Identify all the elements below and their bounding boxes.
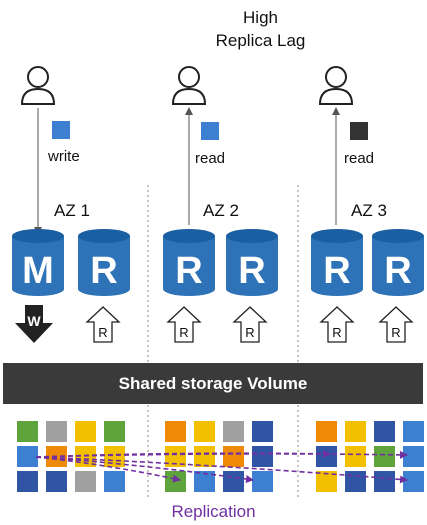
az2-label: AZ 2 <box>203 201 239 220</box>
storage-block-az3 <box>403 471 424 492</box>
replication-arrow <box>35 450 408 459</box>
write-label: write <box>48 148 80 165</box>
replication-arrow <box>35 456 254 483</box>
replica-db-az3-a: R <box>311 229 363 296</box>
storage-block-az2 <box>252 421 273 442</box>
replica-up-arrow-az1: R <box>85 306 121 343</box>
storage-block-az3 <box>403 446 424 467</box>
read-data-square-az2 <box>201 122 219 140</box>
storage-block-az1 <box>75 421 96 442</box>
replica-db-az1: R <box>78 229 130 296</box>
storage-block-az2 <box>252 471 273 492</box>
replica-db-az1-letter: R <box>90 250 117 292</box>
read-label-az2: read <box>195 150 226 167</box>
replica-db-az2-a: R <box>163 229 215 296</box>
storage-block-az3 <box>345 471 366 492</box>
master-db-az1: M <box>12 229 64 296</box>
master-db-az1-letter: M <box>22 250 54 292</box>
replica-db-az3-b-letter: R <box>384 250 411 292</box>
replica-up-arrow-az2-a: R <box>166 306 202 343</box>
replica-db-az2-b: R <box>226 229 278 296</box>
write-down-arrow: W <box>15 305 53 343</box>
replica-up-arrow-az2-b: R <box>232 306 268 343</box>
storage-block-az3 <box>316 446 337 467</box>
storage-block-az1 <box>104 446 125 467</box>
storage-block-az2 <box>165 421 186 442</box>
storage-block-az1 <box>46 471 67 492</box>
title-line-2: Replica Lag <box>215 31 306 50</box>
user-icon-reader-az2 <box>171 66 207 105</box>
replica-up-arrow-az3-b-letter: R <box>391 325 400 340</box>
read-label-az3: read <box>344 150 375 167</box>
replication-arrow <box>35 456 408 484</box>
storage-block-az3 <box>345 446 366 467</box>
storage-block-az2 <box>194 446 215 467</box>
read-data-square-az3 <box>350 122 368 140</box>
storage-block-az3 <box>316 421 337 442</box>
replication-arrows <box>35 449 408 484</box>
replica-db-az2-b-letter: R <box>238 250 265 292</box>
replica-up-arrow-az3-a-letter: R <box>332 325 341 340</box>
storage-block-az3 <box>374 471 395 492</box>
storage-block-az2 <box>223 446 244 467</box>
user-icon-reader-az3 <box>318 66 354 105</box>
storage-block-az1 <box>46 421 67 442</box>
replica-up-arrow-az3-a: R <box>319 306 355 343</box>
storage-block-az2 <box>223 421 244 442</box>
title-line-1: High <box>243 8 278 27</box>
storage-block-az1 <box>17 471 38 492</box>
storage-block-az3 <box>316 471 337 492</box>
storage-block-az3 <box>403 421 424 442</box>
write-down-arrow-letter: W <box>27 313 41 329</box>
replica-up-arrow-az2-a-letter: R <box>179 325 188 340</box>
storage-block-az1 <box>17 446 38 467</box>
storage-block-az2 <box>194 471 215 492</box>
storage-block-az2 <box>165 446 186 467</box>
storage-block-az3 <box>374 446 395 467</box>
storage-block-az3 <box>374 421 395 442</box>
replica-up-arrow-az1-letter: R <box>98 325 107 340</box>
storage-block-az2 <box>165 471 186 492</box>
az1-label: AZ 1 <box>54 201 90 220</box>
replica-up-arrow-az3-b: R <box>378 306 414 343</box>
storage-block-az1 <box>75 471 96 492</box>
storage-block-az2 <box>223 471 244 492</box>
replica-db-az3-b: R <box>372 229 424 296</box>
az3-label: AZ 3 <box>351 201 387 220</box>
replica-up-arrow-az2-b-letter: R <box>245 325 254 340</box>
storage-block-az1 <box>104 471 125 492</box>
storage-block-az1 <box>17 421 38 442</box>
storage-block-az3 <box>345 421 366 442</box>
user-icon-writer <box>20 66 56 105</box>
storage-block-az2 <box>252 446 273 467</box>
shared-storage-volume: Shared storage Volume <box>3 363 423 404</box>
storage-block-az2 <box>194 421 215 442</box>
storage-block-az1 <box>104 421 125 442</box>
replica-db-az3-a-letter: R <box>323 250 350 292</box>
write-data-square <box>52 121 70 139</box>
replication-label: Replication <box>171 502 256 521</box>
replica-db-az2-a-letter: R <box>175 250 202 292</box>
